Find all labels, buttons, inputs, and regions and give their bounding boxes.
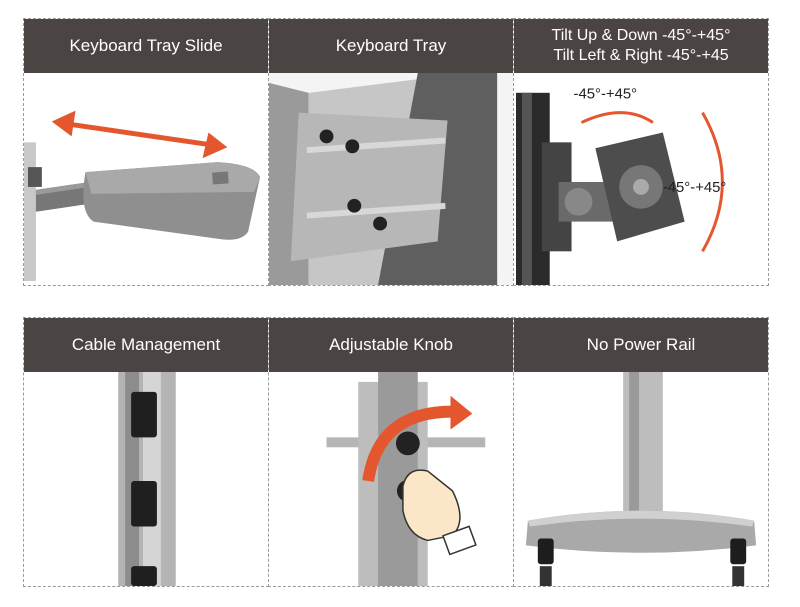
tilt-arrows-icon bbox=[580, 111, 724, 253]
tilt-label-top: -45°-+45° bbox=[574, 87, 638, 103]
tilt-image: -45°-+45° -45°-+45° bbox=[514, 73, 768, 285]
keyboard-tray-slide-image bbox=[24, 73, 268, 285]
keyboard-tray-title: Keyboard Tray bbox=[269, 19, 513, 73]
slide-arrow-icon bbox=[51, 110, 228, 159]
tilt-label-side: -45°-+45° bbox=[663, 180, 727, 196]
adjustable-knob-title: Adjustable Knob bbox=[269, 318, 513, 372]
adjustable-knob-panel: Adjustable Knob bbox=[268, 317, 514, 587]
adjustable-knob-image bbox=[269, 372, 513, 586]
hand-icon bbox=[402, 469, 477, 556]
keyboard-tray-slide-panel: Keyboard Tray Slide bbox=[23, 18, 269, 286]
keyboard-tray-slide-title: Keyboard Tray Slide bbox=[24, 19, 268, 73]
keyboard-tray-image bbox=[269, 73, 513, 285]
tilt-title-line1: Tilt Up & Down -45°-+45° bbox=[551, 27, 731, 44]
cable-management-image bbox=[24, 372, 268, 586]
tilt-title: Tilt Up & Down -45°-+45° Tilt Left & Rig… bbox=[514, 19, 768, 73]
tilt-title-line2: Tilt Left & Right -45°-+45 bbox=[553, 47, 729, 64]
top-feature-row: Keyboard Tray Slide bbox=[23, 18, 769, 286]
bottom-feature-row: Cable Management Adjustable Knob bbox=[23, 317, 769, 587]
no-power-rail-image bbox=[514, 372, 768, 586]
tilt-panel: Tilt Up & Down -45°-+45° Tilt Left & Rig… bbox=[513, 18, 769, 286]
cable-management-panel: Cable Management bbox=[23, 317, 269, 587]
rotate-arrow-icon bbox=[362, 395, 473, 482]
no-power-rail-panel: No Power Rail bbox=[513, 317, 769, 587]
cable-management-title: Cable Management bbox=[24, 318, 268, 372]
keyboard-tray-panel: Keyboard Tray bbox=[268, 18, 514, 286]
no-power-rail-title: No Power Rail bbox=[514, 318, 768, 372]
